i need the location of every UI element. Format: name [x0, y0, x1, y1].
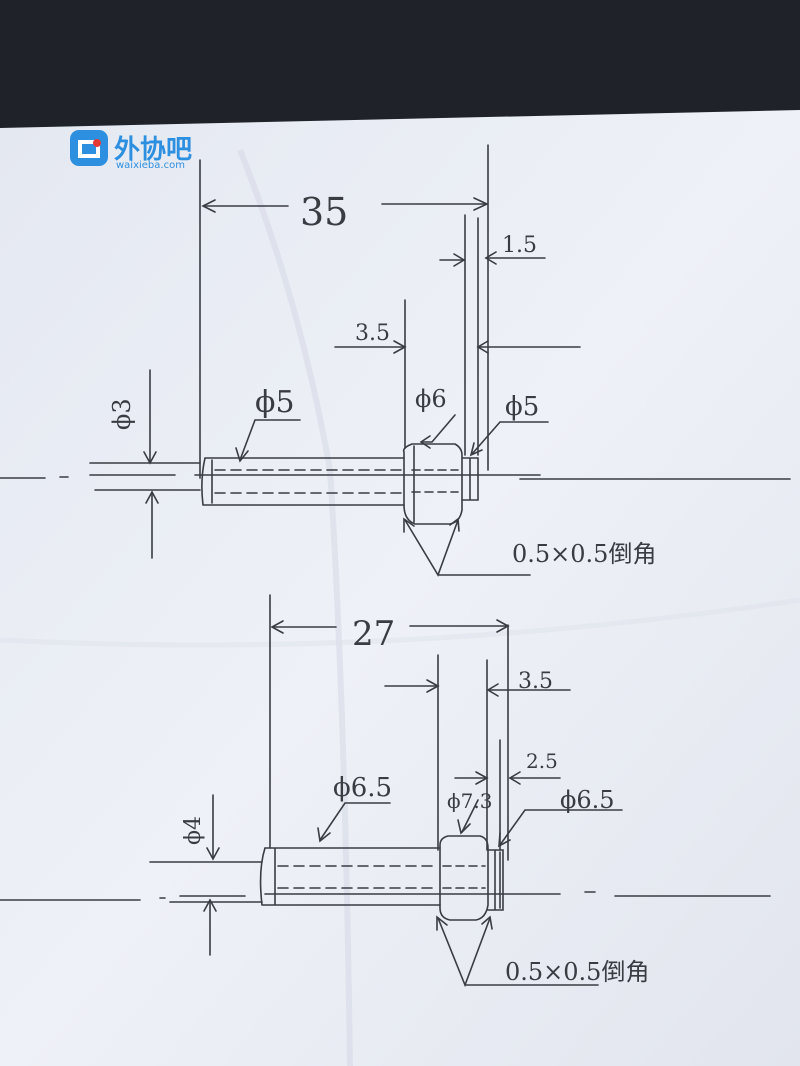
part1-leader-d5-end: [471, 421, 549, 455]
part1-collar-dashes: [411, 469, 459, 493]
logo-brand-text: 外协吧: [114, 135, 192, 165]
logo-icon: [70, 130, 108, 166]
drawing-lines: [0, 144, 791, 988]
part1-dim-35-line: [204, 203, 487, 207]
part2-hole-dashes: [277, 865, 439, 889]
part1-length-label: 35: [300, 190, 348, 234]
part1-dim-1_5-arrow-a: [453, 253, 466, 267]
part1-drawing: [0, 144, 791, 577]
part1-dim-d3-ext: [89, 462, 201, 491]
part2-end-length-label: 2.5: [526, 749, 558, 773]
part2-leader-d6_5-arrow: [317, 827, 331, 843]
part2-collar-offset-label: 3.5: [518, 669, 553, 694]
paper-crease: [0, 597, 800, 648]
part2-dim-d4-line: [209, 794, 214, 956]
part1-dim-35-arrow-right: [473, 197, 489, 211]
logo-url-text: waixieba.com: [116, 160, 185, 171]
part2-length-label: 27: [352, 614, 395, 654]
part1-chamfer-arrow-b: [449, 517, 460, 532]
watermark-logo: 外协吧 waixieba.com: [70, 130, 192, 171]
part2-leader-d6_5-end: [499, 809, 623, 846]
part1-dia-collar-label: ϕ6: [415, 385, 447, 413]
part2-dim-27-arrow-left: [270, 620, 284, 634]
part2-leader-d7_3-arrow: [457, 819, 471, 835]
part1-dia-hole-label: ϕ3: [108, 398, 136, 430]
part2-leader-d6_5: [319, 802, 391, 841]
part1-shaft-outline: [201, 457, 405, 506]
part2-dia-end-label: ϕ6.5: [560, 786, 615, 814]
part2-dim-3_5-line: [384, 685, 571, 691]
part2-dim-2_5-arrow-b: [508, 771, 521, 785]
part2-dim-27-arrow-right: [496, 619, 510, 633]
part1-collar: [402, 443, 463, 525]
part1-dim-3_5-arrow: [393, 340, 407, 354]
part1-chamfer-arrow-a: [403, 517, 415, 533]
part1-centerline: [0, 474, 791, 480]
part1-chamfer-leader: [404, 519, 531, 577]
part1-dim-1_5-arrow-b: [484, 251, 497, 265]
part2-drawing: [0, 594, 771, 988]
part1-dim-d3-arrow-bottom: [145, 490, 159, 504]
part1-dim-end-arrow: [476, 340, 489, 354]
part1-leader-d5-end-arrow: [469, 442, 483, 457]
part1-collar-offset-label: 3.5: [355, 321, 390, 346]
part2-centerline: [0, 891, 771, 901]
part2-chamfer-label: 0.5×0.5倒角: [505, 958, 649, 986]
part1-end-step: [461, 457, 479, 501]
logo-icon-mark: [78, 140, 100, 158]
part2-shaft-outline: [259, 847, 441, 906]
part2-chamfer-arrow-b: [481, 915, 493, 930]
part1-dia-end-label: ϕ5: [505, 392, 539, 422]
part2-collar-dashes: [442, 865, 486, 889]
part2-dim-d4-arrow-bottom: [203, 898, 217, 912]
part1-end-length-label: 1.5: [502, 233, 537, 258]
paper-crease: [237, 148, 353, 1066]
part1-dim-1_5-line: [439, 257, 546, 261]
part1-leader-d6: [421, 414, 456, 443]
part2-collar: [439, 835, 489, 921]
part2-dia-collar-label: ϕ7.3: [447, 789, 492, 813]
part1-dia-main-label: ϕ5: [255, 385, 295, 420]
part2-dim-2_5-arrow-a: [475, 771, 489, 785]
part2-dim-d4-ext: [149, 861, 263, 903]
part1-leader-d5: [239, 419, 301, 461]
part2-chamfer-arrow-a: [436, 915, 448, 931]
part2-dia-hole-label: ϕ4: [181, 816, 206, 845]
part2-chamfer-leader: [437, 917, 599, 988]
annotation-labels: 35 1.5 3.5 ϕ5 ϕ6 ϕ5 ϕ3 0.5×0.5倒角 27 3.5 …: [108, 190, 656, 986]
part1-chamfer-label: 0.5×0.5倒角: [512, 540, 656, 568]
part1-dim-d3-line: [149, 369, 153, 559]
logo-icon-dot: [93, 139, 101, 147]
part1-leader-d6-arrow: [419, 435, 431, 449]
part2-dim-3_5-arrow-b: [486, 683, 499, 697]
part2-dia-main-label: ϕ6.5: [333, 773, 392, 803]
part2-dim-3_5-arrow-a: [426, 679, 440, 693]
part2-leader-d7_3: [461, 799, 479, 833]
part2-end-step: [487, 849, 504, 911]
part2-leader-d6_5-end-arrow: [498, 832, 511, 848]
paper-sheet: [0, 110, 800, 1066]
part2-dim-27-line: [272, 625, 509, 628]
part1-dim-35-arrow-left: [201, 199, 216, 213]
part1-leader-d5-arrow: [235, 447, 249, 463]
part2-dim-d4-arrow-top: [206, 847, 220, 861]
